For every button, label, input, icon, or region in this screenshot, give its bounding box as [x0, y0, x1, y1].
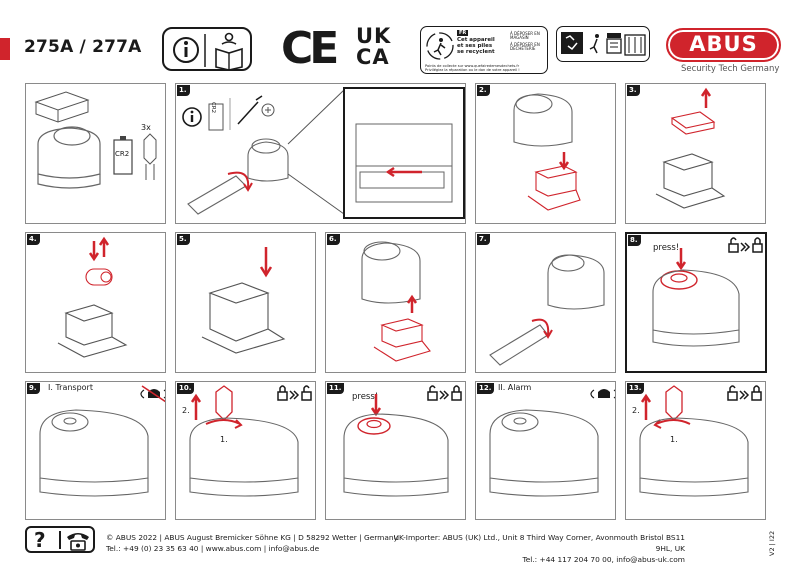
panel-step-12: 12. II. Alarm — [475, 381, 616, 520]
footer-uk-importer: UK-Importer: ABUS (UK) Ltd., Unit 8 Thir… — [392, 532, 685, 565]
ce-mark: CE — [281, 23, 339, 74]
panel-contents: 3x CR2 — [25, 83, 166, 224]
version-label: V2 | I22 — [768, 530, 776, 556]
panel-step-2: 2. — [475, 83, 616, 224]
panel-step-6: 6. — [325, 232, 466, 373]
battery-label: CR2 — [210, 102, 216, 114]
step-number: 11. — [327, 383, 345, 394]
press-label: press! — [352, 392, 379, 402]
contents-illustration — [34, 91, 157, 189]
step-5-illustration — [201, 247, 286, 354]
phone-icon — [67, 533, 89, 551]
step-11-illustration — [343, 385, 462, 497]
step-10-illustration — [189, 385, 312, 497]
step-1-illustration — [182, 87, 465, 219]
footer-line-2: Tel.: +49 (0) 23 35 63 40 | www.abus.com… — [106, 544, 320, 553]
manual-book-icon — [215, 32, 243, 71]
step-number: 8. — [628, 235, 641, 246]
step-number: 5. — [177, 234, 190, 245]
panel-step-11: 11. press! — [325, 381, 466, 520]
recy-l2: et ses piles — [457, 43, 493, 50]
recy-priv: Privilégiez la réparation ou le don de v… — [425, 67, 520, 72]
step-number: 3. — [627, 85, 640, 96]
footer-company-info: © ABUS 2022 | ABUS August Bremicker Söhn… — [106, 532, 399, 554]
step-number: 13. — [627, 383, 645, 394]
recycling-text: Cet appareil et ses piles se recyclent — [457, 37, 495, 55]
mode-title: I. Transport — [48, 383, 93, 392]
info-icon — [173, 34, 206, 67]
recycling-deposit: À DÉPOSER EN MAGASIN À DÉPOSER EN DÉCHÈT… — [510, 31, 544, 52]
step-9-illustration — [39, 385, 165, 497]
label-2: 2. — [182, 406, 190, 415]
panel-step-3: 3. — [625, 83, 766, 224]
panel-step-5: 5. — [175, 232, 316, 373]
screwdriver-icon — [237, 95, 263, 125]
recy-l1: Cet appareil — [457, 37, 495, 43]
step-4-illustration — [57, 236, 128, 358]
step-number: 1. — [177, 85, 190, 96]
version-wrap: V2 | I22 — [768, 531, 798, 564]
fr-badge: FR — [457, 30, 469, 36]
footer-uk-line-2: Tel.: +44 117 204 70 00, info@abus-uk.co… — [522, 555, 685, 564]
info-manual-box — [162, 27, 252, 71]
panel-step-8: 8. press! — [625, 232, 767, 373]
footer-line-1: © ABUS 2022 | ABUS August Bremicker Söhn… — [106, 533, 400, 542]
alarm-off-icon — [140, 385, 165, 403]
waste-bin-icon — [561, 32, 646, 56]
model-title: 275A / 277A — [24, 37, 142, 57]
panel-step-13: 13. 2. 1. — [625, 381, 766, 520]
ukca-line1: UK — [356, 24, 392, 48]
step-7-illustration — [489, 254, 605, 366]
unlock-arrows-lock-icon — [727, 385, 762, 401]
label-1: 1. — [220, 435, 228, 444]
step-2-illustration — [513, 93, 581, 211]
panel-step-4: 4. — [25, 232, 166, 373]
step-number: 6. — [327, 234, 340, 245]
waste-bin-box — [556, 26, 650, 62]
alarm-bell-icon — [590, 389, 615, 399]
step-number: 2. — [477, 85, 490, 96]
recy-dep2: À DÉPOSER EN DÉCHÈTERIE — [510, 41, 540, 52]
separator — [59, 531, 61, 549]
recy-dep1: À DÉPOSER EN MAGASIN — [510, 31, 540, 41]
footer-uk-line-1: UK-Importer: ABUS (UK) Ltd., Unit 8 Thir… — [393, 533, 685, 553]
panel-step-1: 1. CR2 — [175, 83, 466, 224]
qty-label: 3x — [141, 123, 151, 132]
brand-tagline: Security Tech Germany — [681, 64, 780, 74]
label-1: 1. — [670, 435, 678, 444]
abus-logo: ABUS — [666, 28, 781, 62]
recy-l3: se recyclent — [457, 49, 495, 56]
step-number: 9. — [27, 383, 40, 394]
unlock-arrows-lock-icon — [427, 385, 462, 401]
press-label: press! — [653, 243, 680, 253]
step-6-illustration — [361, 241, 431, 362]
accent-bar — [0, 38, 10, 60]
question-icon: ? — [34, 528, 46, 552]
recy-points: Points de collecte sur www.quefairedemes… — [425, 64, 520, 68]
recycling-info-box: FR Cet appareil et ses piles se recyclen… — [420, 26, 548, 74]
step-3-illustration — [655, 87, 726, 209]
recycle-person-icon — [426, 32, 454, 60]
recycling-footnote: Points de collecte sur www.quefairedemes… — [425, 64, 520, 73]
ukca-mark: UK CA — [356, 26, 391, 67]
panel-step-7: 7. — [475, 232, 616, 373]
step-number: 10. — [177, 383, 195, 394]
label-2: 2. — [632, 406, 640, 415]
step-number: 12. — [477, 383, 495, 394]
panel-step-9: 9. I. Transport — [25, 381, 166, 520]
panel-step-10: 10. 2. 1. — [175, 381, 316, 520]
mode-title: II. Alarm — [498, 383, 532, 392]
step-13-illustration — [639, 385, 762, 497]
step-number: 4. — [27, 234, 40, 245]
step-number: 7. — [477, 234, 490, 245]
battery-label: CR2 — [115, 150, 130, 158]
lock-arrows-unlock-icon — [277, 385, 312, 401]
info-icon — [182, 107, 202, 127]
step-12-illustration — [489, 389, 615, 497]
unlock-arrows-lock-icon — [728, 237, 763, 253]
ukca-line2: CA — [356, 44, 390, 69]
help-contact-box: ? — [25, 526, 95, 553]
step-8-illustration — [652, 237, 763, 347]
